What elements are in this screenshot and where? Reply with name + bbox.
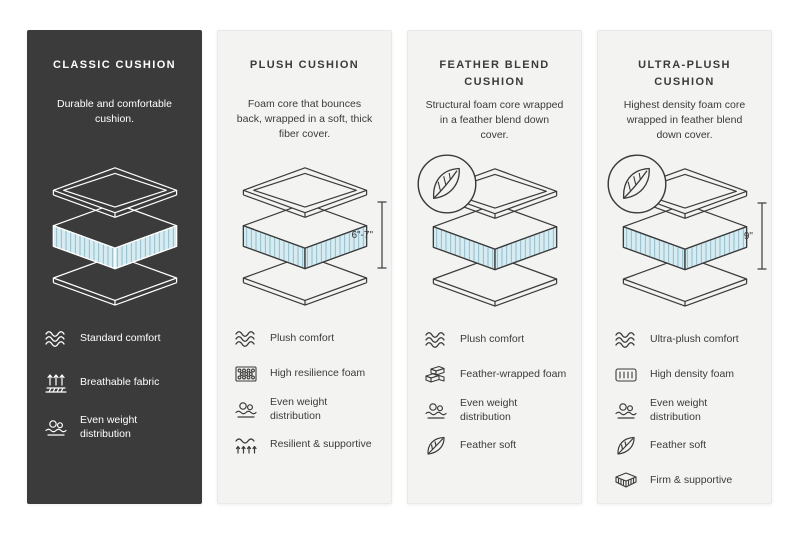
feature-list: Ultra-plush comfort High density foam Ev…	[598, 327, 771, 494]
feature-label: Feather-wrapped foam	[460, 368, 567, 381]
waves-icon	[612, 328, 640, 352]
feature-row: Firm & supportive	[612, 468, 757, 494]
feature-row: Even weight distribution	[422, 397, 567, 424]
panel-plush-cushion: PLUSH CUSHION Foam core that bounces bac…	[217, 30, 392, 504]
panel-description: Structural foam core wrapped in a feathe…	[425, 99, 564, 142]
feather-icon	[422, 434, 450, 458]
measurement-bracket-icon	[377, 201, 387, 269]
panel-feather-blend-cushion: FEATHER BLEND CUSHION Structural foam co…	[407, 30, 582, 504]
feature-row: Feather-wrapped foam	[422, 362, 567, 388]
feature-label: Even weight distribution	[270, 396, 328, 422]
feature-row: Ultra-plush comfort	[612, 327, 757, 353]
feature-list: Plush comfort Feather-wrapped foam Even …	[408, 327, 581, 459]
weight-distribution-icon	[42, 416, 70, 440]
feature-row: Breathable fabric	[42, 370, 187, 396]
feature-row: High resilience foam	[232, 361, 377, 387]
feather-icon	[612, 434, 640, 458]
feature-label: Plush comfort	[460, 333, 525, 346]
feature-row: High density foam	[612, 362, 757, 388]
waves-icon	[42, 327, 70, 351]
feature-label: Firm & supportive	[650, 474, 733, 487]
waves-icon	[232, 327, 260, 351]
feature-label: Breathable fabric	[80, 376, 160, 389]
panel-ultra-plush-cushion: ULTRA-PLUSH CUSHION Highest density foam…	[597, 30, 772, 504]
feather-badge-icon	[417, 154, 477, 214]
feature-label: Ultra-plush comfort	[650, 333, 739, 346]
feature-row: Plush comfort	[232, 326, 377, 352]
panel-description: Highest density foam core wrapped in fea…	[623, 99, 746, 142]
feature-row: Even weight distribution	[612, 397, 757, 424]
cushion-diagram	[28, 156, 201, 316]
feature-list: Plush comfort High resilience foam Even …	[218, 326, 391, 458]
feature-row: Feather soft	[612, 433, 757, 459]
feature-label: Resilient & supportive	[270, 438, 372, 451]
measurement: 6"-7"	[351, 200, 388, 270]
panel-title: FEATHER BLEND CUSHION	[439, 59, 550, 88]
feature-row: Standard comfort	[42, 326, 187, 352]
foam-bricks-icon	[422, 363, 450, 387]
panel-description: Foam core that bounces back, wrapped in …	[236, 98, 373, 141]
weight-distribution-icon	[422, 399, 450, 423]
weight-distribution-icon	[232, 398, 260, 422]
cushion-diagram	[408, 154, 581, 317]
feature-label: Even weight distribution	[80, 414, 138, 440]
feature-row: Resilient & supportive	[232, 432, 377, 458]
measurement-label: 9"	[743, 230, 753, 242]
feature-row: Even weight distribution	[232, 396, 377, 423]
weight-distribution-icon	[612, 399, 640, 423]
breathable-icon	[42, 371, 70, 395]
feature-label: Standard comfort	[80, 332, 161, 345]
feature-row: Feather soft	[422, 433, 567, 459]
measurement: 9"	[744, 201, 768, 271]
firm-icon	[612, 469, 640, 493]
feature-row: Even weight distribution	[42, 414, 187, 441]
feature-label: Feather soft	[460, 439, 517, 452]
feature-label: Even weight distribution	[460, 397, 518, 423]
foam-coils-icon	[232, 362, 260, 386]
feather-badge-icon	[607, 154, 667, 214]
panel-classic-cushion: CLASSIC CUSHION Durable and comfortable …	[27, 30, 202, 504]
feature-list: Standard comfort Breathable fabric Even …	[28, 326, 201, 441]
cushion-diagram: 9"	[598, 154, 771, 317]
feature-label: Even weight distribution	[650, 397, 708, 423]
feature-label: High resilience foam	[270, 367, 366, 380]
feature-label: Plush comfort	[270, 332, 335, 345]
feature-row: Plush comfort	[422, 327, 567, 353]
foam-density-icon	[612, 363, 640, 387]
springs-icon	[232, 433, 260, 457]
panel-description: Durable and comfortable cushion.	[57, 98, 172, 126]
cushion-diagram: 6"-7"	[218, 156, 391, 316]
waves-icon	[422, 328, 450, 352]
panel-title: PLUSH CUSHION	[249, 59, 360, 71]
feature-label: High density foam	[650, 368, 735, 381]
measurement-label: 6"-7"	[351, 229, 373, 241]
panel-title: CLASSIC CUSHION	[52, 59, 177, 71]
panel-title: ULTRA-PLUSH CUSHION	[638, 59, 731, 88]
feature-label: Feather soft	[650, 439, 707, 452]
measurement-bracket-icon	[757, 202, 767, 270]
cushion-illustration	[52, 167, 177, 306]
